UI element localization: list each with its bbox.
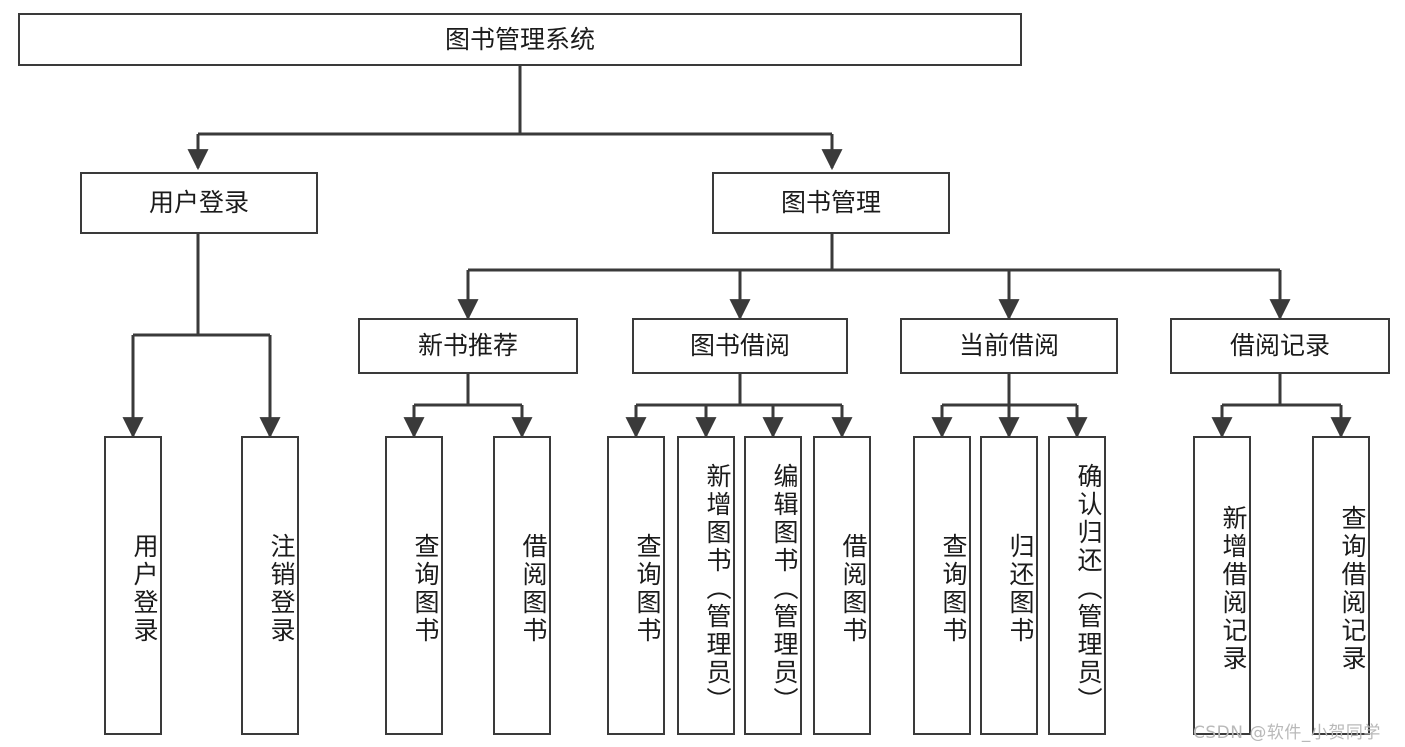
leaf-borrow-edit-book-admin[interactable]: 编辑图书（管理员） — [744, 436, 802, 735]
leaf-borrow-borrow-book[interactable]: 借阅图书 — [813, 436, 871, 735]
node-root-system[interactable]: 图书管理系统 — [18, 13, 1022, 66]
leaf-recommend-borrow-book[interactable]: 借阅图书 — [493, 436, 551, 735]
node-book-borrow[interactable]: 图书借阅 — [632, 318, 848, 374]
node-user-login[interactable]: 用户登录 — [80, 172, 318, 234]
leaf-current-query-book[interactable]: 查询图书 — [913, 436, 971, 735]
csdn-watermark: CSDN @软件_小贺同学 — [1193, 723, 1381, 743]
leaf-borrow-query-book[interactable]: 查询图书 — [607, 436, 665, 735]
leaf-user-login-logout[interactable]: 注销登录 — [241, 436, 299, 735]
leaf-current-confirm-return-admin[interactable]: 确认归还（管理员） — [1048, 436, 1106, 735]
node-borrow-record[interactable]: 借阅记录 — [1170, 318, 1390, 374]
leaf-recommend-query-book[interactable]: 查询图书 — [385, 436, 443, 735]
node-new-book-recommend[interactable]: 新书推荐 — [358, 318, 578, 374]
leaf-record-query-record[interactable]: 查询借阅记录 — [1312, 436, 1370, 735]
node-current-borrow[interactable]: 当前借阅 — [900, 318, 1118, 374]
leaf-borrow-add-book-admin[interactable]: 新增图书（管理员） — [677, 436, 735, 735]
node-book-management[interactable]: 图书管理 — [712, 172, 950, 234]
leaf-record-add-record[interactable]: 新增借阅记录 — [1193, 436, 1251, 735]
leaf-user-login-login[interactable]: 用户登录 — [104, 436, 162, 735]
leaf-current-return-book[interactable]: 归还图书 — [980, 436, 1038, 735]
